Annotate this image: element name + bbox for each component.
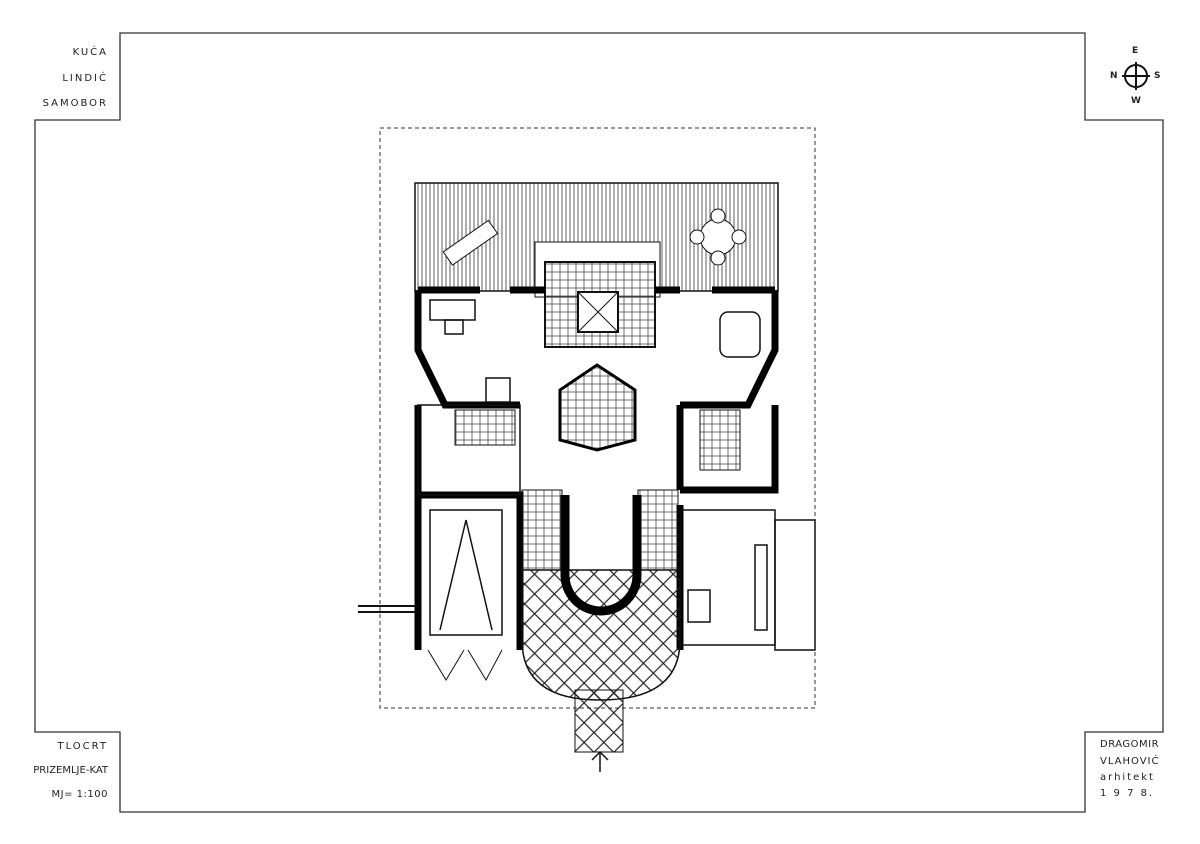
drawing-scale: MJ= 1:100	[51, 789, 108, 800]
compass-south: S	[1154, 71, 1161, 81]
stair-well	[558, 363, 637, 452]
spiral-stair	[560, 495, 642, 616]
sun-lounger	[442, 219, 499, 266]
author-first-name: DRAGOMIR	[1100, 739, 1160, 750]
kitchen-tiles	[699, 409, 741, 471]
sheet-frame	[34, 32, 1164, 813]
author-title: arhitekt	[1100, 772, 1155, 783]
author-last-name: VLAHOVIĆ	[1100, 756, 1160, 767]
hall-tiles-left	[521, 489, 563, 571]
compass-north: N	[1110, 71, 1118, 81]
hall-tiles-right	[637, 489, 679, 571]
round-table	[699, 218, 737, 256]
project-name-line2: LINDIĆ	[62, 73, 108, 84]
compass-east: E	[1132, 46, 1139, 56]
drawing-floor: PRIZEMLJE-KAT	[33, 765, 108, 776]
entrance-porch	[521, 569, 681, 701]
compass-west: W	[1131, 96, 1141, 106]
project-location: SAMOBOR	[42, 98, 108, 109]
entrance-path	[574, 689, 624, 753]
project-name-line1: KUĆA	[72, 47, 108, 58]
bathroom-tiles	[454, 409, 516, 446]
drawing-type: TLOCRT	[57, 741, 108, 752]
drawing-year: 1 9 7 8.	[1100, 788, 1155, 799]
